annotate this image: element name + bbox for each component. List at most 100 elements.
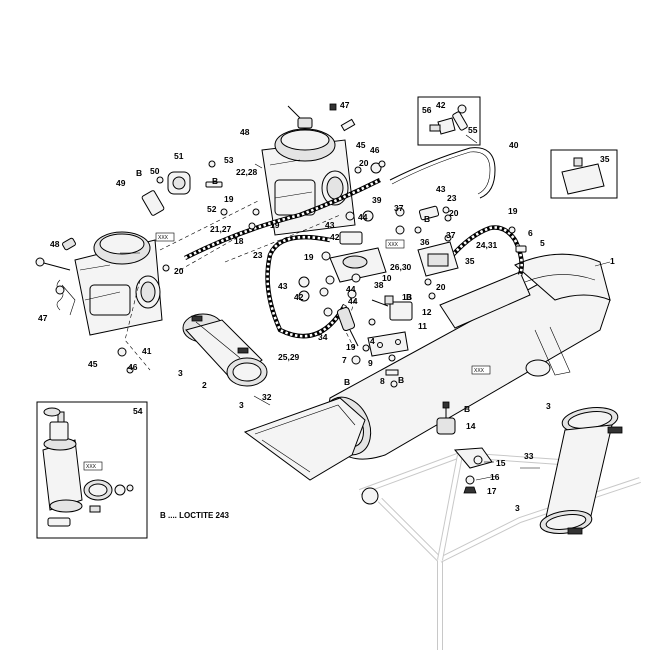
callout-43: 43 [436, 184, 446, 194]
xxx-tag: XXX [471, 365, 491, 375]
callout-12: 12 [422, 307, 432, 317]
callout-11: 11 [418, 321, 427, 331]
callout-44: 44 [346, 284, 356, 294]
callout-47: 47 [38, 313, 48, 323]
callout-38: 38 [374, 280, 384, 290]
callout-13: 13 [402, 292, 412, 302]
loctite-note: B .... LOCTITE 243 [160, 511, 229, 520]
callout-22-28: 22,28 [236, 167, 258, 177]
callout-23: 23 [253, 250, 263, 260]
callout-loctite: B [424, 214, 430, 224]
callout-40: 40 [509, 140, 519, 150]
callout-42: 42 [294, 292, 304, 302]
callout-45: 45 [88, 359, 98, 369]
callout-55: 55 [468, 125, 478, 135]
callout-36: 36 [420, 237, 430, 247]
leader-lines [120, 134, 611, 481]
callout-2: 2 [202, 380, 207, 390]
exhaust-sleeve [539, 406, 623, 535]
callout-3: 3 [546, 401, 551, 411]
upper-heat-shield [439, 271, 531, 329]
callout-8: 8 [380, 376, 385, 386]
callout-35: 35 [465, 256, 475, 266]
callout-37: 37 [394, 203, 404, 213]
callout-19: 19 [346, 342, 356, 352]
callout-labels: 1 2 3 3 3 3 4 5 6 7 8 9 10 11 12 13 14 1… [38, 100, 615, 513]
callout-19: 19 [304, 252, 314, 262]
inset-box-fittings [417, 96, 481, 146]
xxx-tag: XXX [155, 232, 175, 242]
callout-6: 6 [528, 228, 533, 238]
callout-43: 43 [278, 281, 288, 291]
callout-20: 20 [449, 208, 459, 218]
callout-52: 52 [207, 204, 217, 214]
callout-53: 53 [224, 155, 234, 165]
intake-sleeve [182, 313, 268, 387]
callout-20: 20 [436, 282, 446, 292]
callout-46: 46 [128, 362, 138, 372]
callout-21-27: 21,27 [210, 224, 232, 234]
callout-35: 35 [600, 154, 610, 164]
callout-1: 1 [610, 256, 615, 266]
callout-14: 14 [466, 421, 476, 431]
callout-54: 54 [133, 406, 143, 416]
callout-loctite: B [212, 176, 218, 186]
callout-loctite: B [398, 375, 404, 385]
carburetor-right [261, 105, 356, 236]
callout-24-31: 24,31 [476, 240, 498, 250]
washer [465, 475, 475, 485]
callout-49: 49 [116, 178, 126, 188]
frame [358, 451, 641, 650]
callout-48: 48 [50, 239, 60, 249]
callout-19: 19 [224, 194, 234, 204]
callout-26-30: 26,30 [390, 262, 412, 272]
callout-18: 18 [234, 236, 244, 246]
callout-loctite: B [136, 168, 142, 178]
rubber-mount [436, 401, 456, 435]
callout-19: 19 [270, 220, 280, 230]
callout-16: 16 [490, 472, 500, 482]
callout-17: 17 [487, 486, 497, 496]
sensor [336, 306, 359, 347]
callout-33: 33 [524, 451, 534, 461]
callout-51: 51 [174, 151, 184, 161]
callout-47: 47 [340, 100, 350, 110]
callout-34: 34 [318, 332, 328, 342]
mount-bracket [453, 447, 493, 494]
callout-25-29: 25,29 [278, 352, 300, 362]
callout-56: 56 [422, 105, 432, 115]
frame-pivot [361, 487, 379, 505]
callout-4: 4 [370, 336, 375, 346]
callout-3: 3 [178, 368, 183, 378]
callout-9: 9 [368, 358, 373, 368]
callout-39: 39 [372, 195, 382, 205]
callout-42: 42 [436, 100, 446, 110]
inset-box-fuel-pump [36, 401, 148, 539]
callout-15: 15 [496, 458, 506, 468]
carburetor-left [35, 231, 163, 336]
callout-50: 50 [150, 166, 160, 176]
inset-box-valve [550, 149, 618, 199]
heat-shield [243, 397, 366, 481]
callout-32: 32 [262, 392, 272, 402]
misc-hardware [55, 103, 527, 388]
callout-41: 41 [142, 346, 152, 356]
callout-43: 43 [325, 220, 335, 230]
fitting-set [429, 104, 468, 135]
callout-37: 37 [446, 230, 456, 240]
callout-7: 7 [342, 355, 347, 365]
solenoid-valve [561, 157, 605, 195]
nut [463, 486, 477, 494]
callout-5: 5 [540, 238, 545, 248]
fuel-pump [42, 407, 134, 527]
callout-10: 10 [382, 273, 392, 283]
fuel-tap [329, 231, 387, 283]
callout-19: 19 [508, 206, 518, 216]
callout-20: 20 [359, 158, 369, 168]
fuel-pump-block [417, 241, 459, 277]
callout-loctite: B [344, 377, 350, 387]
svg-text:XXX: XXX [388, 242, 399, 248]
callout-42: 42 [330, 232, 340, 242]
muffler-bracket [525, 359, 551, 377]
